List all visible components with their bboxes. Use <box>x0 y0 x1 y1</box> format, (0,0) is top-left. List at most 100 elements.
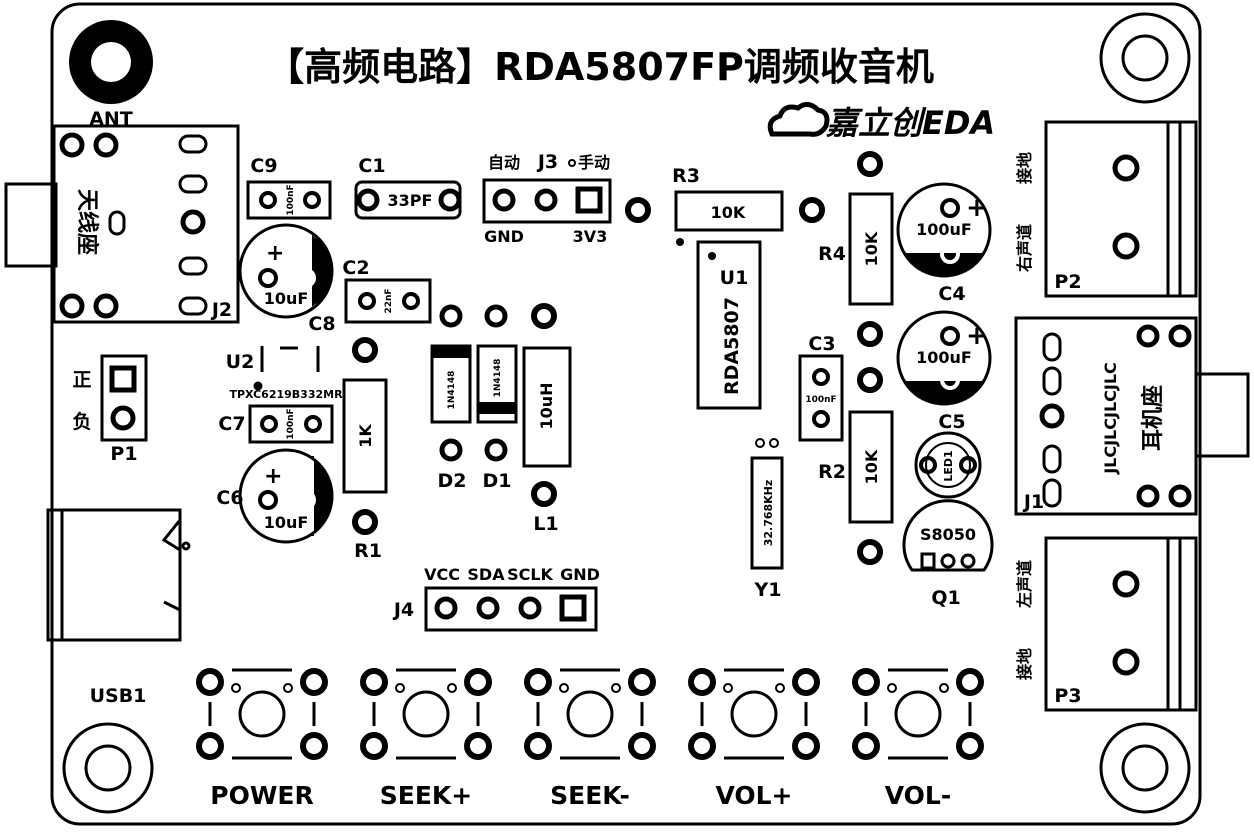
j3-3v3-label: 3V3 <box>573 227 608 246</box>
j4-pin-vcc: VCC <box>424 565 460 584</box>
r1-ref: R1 <box>354 540 382 562</box>
inductor-l1 <box>522 303 572 507</box>
mounting-hole-bottom-left <box>62 722 154 814</box>
p3-ref: P3 <box>1054 685 1081 707</box>
headphone-jack <box>1014 316 1250 516</box>
c7-ref: C7 <box>218 413 245 435</box>
board-outline <box>50 2 1202 826</box>
p3-channel-label: 左声道 <box>1015 560 1034 609</box>
diode-d2 <box>430 304 472 462</box>
svg-text:+: + <box>966 193 988 223</box>
mounting-hole-top-left <box>69 20 153 104</box>
svg-text:+: + <box>264 464 282 489</box>
board-title: 【高频电路】RDA5807FP调频收音机 <box>266 45 934 89</box>
button-label-seek-minus: SEEK- <box>550 781 630 810</box>
y1-value: 32.768KHz <box>762 480 775 547</box>
pushbutton-vol-minus <box>852 668 984 760</box>
crystal-y1 <box>750 438 784 570</box>
u1-ref: U1 <box>720 267 749 289</box>
d1-part: 1N4148 <box>493 359 503 398</box>
c7-value: 100nF <box>286 408 296 439</box>
c2-ref: C2 <box>342 257 369 279</box>
c4-value: 100uF <box>916 220 972 239</box>
button-label-vol-minus: VOL- <box>885 781 951 810</box>
c1-ref: C1 <box>358 155 385 177</box>
c6-value: 10uF <box>264 513 309 532</box>
r1-value: 1K <box>356 424 375 448</box>
j1-marking: JLCJLCJLCJLC <box>1101 362 1120 475</box>
j1-ref: J1 <box>1022 491 1044 513</box>
p3-ground-label: 接地 <box>1015 648 1034 680</box>
q1-ref: Q1 <box>931 587 960 609</box>
capacitor-c8: + <box>238 223 334 319</box>
p1-pos-label: 正 <box>72 369 91 391</box>
button-label-seek-plus: SEEK+ <box>380 781 472 810</box>
header-j4 <box>424 586 598 632</box>
button-label-power: POWER <box>210 781 313 810</box>
resistor-r2 <box>848 367 894 565</box>
r2-ref: R2 <box>818 461 846 483</box>
j4-pin-sda: SDA <box>467 565 505 584</box>
c8-value: 10uF <box>264 289 309 308</box>
svg-text:+: + <box>966 321 988 351</box>
usb-connector <box>46 508 191 642</box>
c5-ref: C5 <box>938 411 965 433</box>
c2-value: 22nF <box>384 288 394 313</box>
resistor-r1 <box>342 337 388 535</box>
antenna-socket-label: 天线座 <box>74 189 100 255</box>
r3-value: 10K <box>711 203 746 222</box>
capacitor-c4: + <box>896 182 992 278</box>
d2-ref: D2 <box>438 470 467 492</box>
l1-ref: L1 <box>533 513 558 535</box>
brand-logo: 嘉立创EDA <box>767 102 995 142</box>
resistor-r3 <box>625 190 825 246</box>
r4-value: 10K <box>862 231 881 266</box>
c3-ref: C3 <box>808 333 835 355</box>
r2-value: 10K <box>862 449 881 484</box>
led-ref: LED1 <box>942 450 955 481</box>
j3-auto-label: 自动 <box>488 153 520 172</box>
capacitor-c7 <box>248 404 334 444</box>
resistor-r4 <box>848 151 894 347</box>
c3-value: 100nF <box>805 395 836 405</box>
j4-pin-sclk: SCLK <box>507 565 553 584</box>
p2-ground-label: 接地 <box>1015 152 1034 184</box>
c6-ref: C6 <box>216 487 243 509</box>
diode-d1 <box>476 304 518 462</box>
capacitor-c2 <box>344 278 432 324</box>
usb1-ref: USB1 <box>90 685 147 707</box>
regulator-u2 <box>253 346 320 391</box>
transistor-q1 <box>902 499 994 572</box>
antenna-socket <box>4 124 240 324</box>
u2-ref: U2 <box>226 351 255 373</box>
j2-ref: J2 <box>210 299 232 321</box>
j4-ref: J4 <box>392 599 414 621</box>
c4-ref: C4 <box>938 283 965 305</box>
led <box>914 431 982 499</box>
c5-value: 100uF <box>916 348 972 367</box>
p2-channel-label: 右声道 <box>1015 224 1034 272</box>
capacitor-c5: + <box>896 310 992 406</box>
d2-part: 1N4148 <box>447 371 457 410</box>
cloud-icon <box>767 102 830 137</box>
u1-part: RDA5807 <box>721 297 743 395</box>
pushbutton-seek-minus <box>524 668 656 760</box>
capacitor-c9 <box>246 180 332 220</box>
capacitor-c3 <box>798 354 844 442</box>
r4-ref: R4 <box>818 243 846 265</box>
j3-gnd-label: GND <box>484 227 524 246</box>
brand-name: 嘉立创EDA <box>826 104 995 142</box>
c9-ref: C9 <box>250 155 277 177</box>
pushbutton-power <box>196 668 328 760</box>
p1-ref: P1 <box>110 443 137 465</box>
j3-manual-dot <box>568 159 576 167</box>
pushbutton-seek-plus <box>360 668 492 760</box>
c1-value: 33PF <box>388 191 433 210</box>
terminal-p2 <box>1044 120 1198 298</box>
capacitor-c6: + <box>238 448 334 544</box>
q1-part: S8050 <box>920 525 976 544</box>
p1-neg-label: 负 <box>72 410 91 433</box>
mounting-hole-bottom-right <box>1099 722 1191 814</box>
r3-ref: R3 <box>672 165 700 187</box>
